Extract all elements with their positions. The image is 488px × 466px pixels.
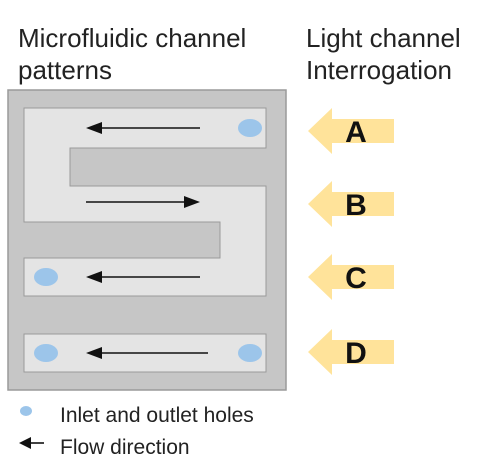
channel-label-d: D <box>345 337 367 370</box>
light-arrow-a <box>308 108 394 154</box>
hole-a <box>238 119 262 137</box>
chip-heading-line2: patterns <box>18 55 112 85</box>
channel-label-b: B <box>345 189 367 222</box>
flow-arrow-b <box>86 196 200 208</box>
light-arrow-b <box>308 181 394 227</box>
light-heading-line2: Interrogation <box>306 55 452 85</box>
hole-d-left <box>34 344 58 362</box>
light-heading: Light channel Interrogation <box>306 22 461 86</box>
channel-label-a: A <box>345 116 367 149</box>
light-arrow-c <box>308 254 394 300</box>
legend-arrow-icon <box>19 437 44 449</box>
flow-arrow-a <box>86 122 200 134</box>
light-heading-line1: Light channel <box>306 23 461 53</box>
chip-heading-line1: Microfluidic channel <box>18 23 247 53</box>
chip-heading: Microfluidic channel patterns <box>18 22 246 86</box>
channel-label-c: C <box>345 262 367 295</box>
flow-arrow-c <box>86 271 200 283</box>
light-arrow-d <box>308 329 394 375</box>
hole-d-right <box>238 344 262 362</box>
flow-arrow-d <box>86 347 208 359</box>
legend-holes-label: Inlet and outlet holes <box>60 404 254 427</box>
legend-hole-icon <box>20 406 32 416</box>
legend-flow-label: Flow direction <box>60 436 190 459</box>
hole-c <box>34 268 58 286</box>
